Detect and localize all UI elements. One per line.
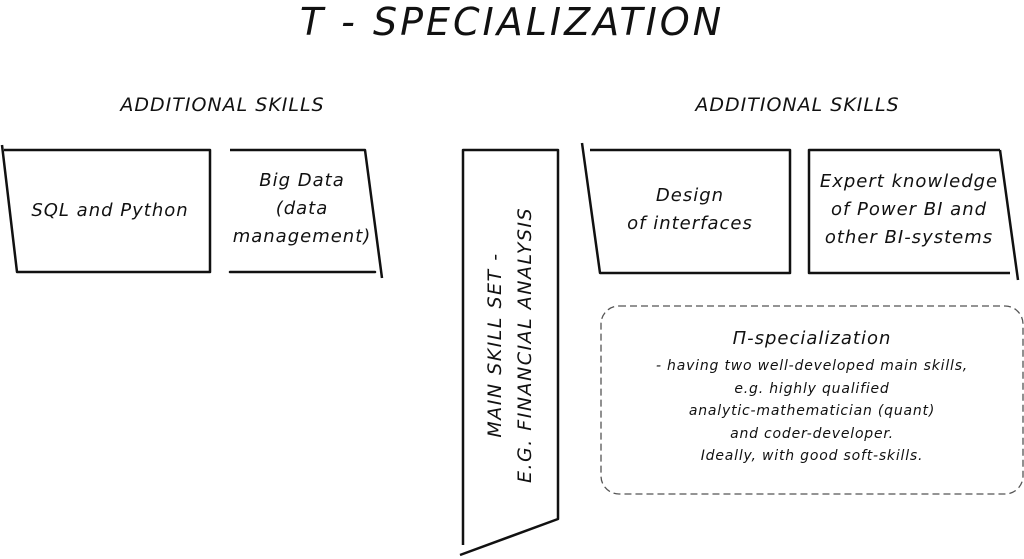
pi-line: Ideally, with good soft-skills. [700, 448, 924, 464]
box-line: of Power BI and [830, 199, 988, 220]
box-line: of interfaces [627, 213, 753, 234]
box-line: Big Data [259, 170, 345, 191]
box-sql-python-label: SQL and Python [10, 197, 210, 225]
left-section-heading: ADDITIONAL SKILLS [120, 94, 325, 116]
box-line: (data [275, 198, 329, 219]
pi-specialization-content: Π-specialization - having two well-devel… [601, 328, 1023, 468]
pi-line: analytic-mathematician (quant) [688, 403, 936, 419]
pi-line: e.g. highly qualified [734, 380, 890, 397]
pi-specialization-heading: Π-specialization [732, 328, 892, 349]
box-line: SQL and Python [31, 200, 189, 221]
pi-specialization-box [600, 305, 1024, 495]
box-sql-python [0, 144, 212, 274]
box-power-bi [807, 148, 1020, 281]
box-line: management) [232, 226, 372, 247]
right-section-heading: ADDITIONAL SKILLS [695, 94, 900, 116]
box-big-data [228, 148, 384, 279]
pi-line: - having two well-developed main skills, [655, 358, 969, 374]
box-power-bi-label: Expert knowledge of Power BI and other B… [809, 168, 1009, 252]
box-big-data-label: Big Data (data management) [232, 167, 372, 251]
main-skill-line: MAIN SKILL SET - [484, 252, 506, 438]
pi-line: and coder-developer. [730, 425, 894, 442]
box-line: other BI-systems [824, 227, 994, 248]
box-line: Design [655, 185, 725, 206]
main-skill-label: MAIN SKILL SET - E.G. FINANCIAL ANALYSIS [480, 207, 540, 483]
box-design-interfaces-label: Design of interfaces [590, 182, 790, 238]
main-skill-line: E.G. FINANCIAL ANALYSIS [514, 206, 536, 484]
box-line: Expert knowledge [819, 171, 999, 192]
box-design-interfaces [580, 142, 792, 275]
page-title: T - SPECIALIZATION [299, 0, 725, 44]
main-skill-bar [459, 148, 560, 557]
